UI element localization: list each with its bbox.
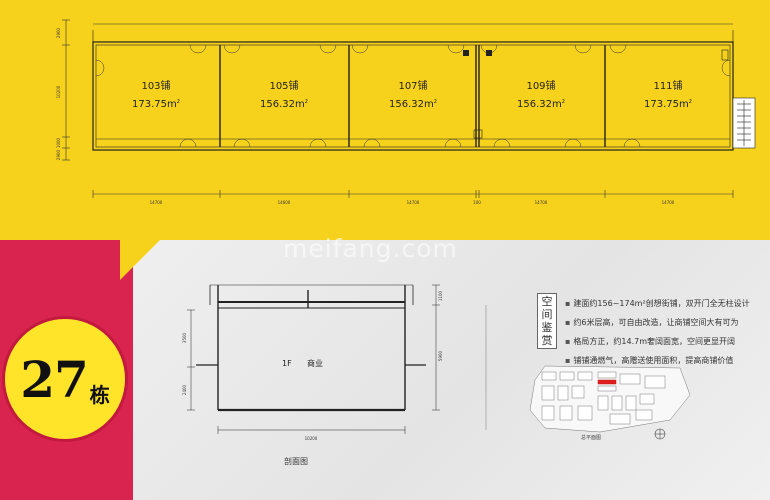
svg-text:14700: 14700 [535, 200, 548, 205]
section-use-label: 商业 [307, 358, 323, 368]
svg-text:14700: 14700 [150, 200, 163, 205]
feature-item: 铺铺通燃气，高赠送使用面积，提高商铺价值 [565, 351, 765, 370]
shop-area: 156.32m2 [517, 99, 565, 110]
building-unit: 栋 [89, 382, 110, 407]
shop-area: 173.75m2 [644, 99, 692, 110]
section-floor-label: 1F [282, 359, 292, 368]
shop-area: 173.75m2 [132, 99, 180, 110]
features-list: 建面约156~174m²创想街铺，双开门全无柱设计 约6米层高，可自由改造，让商… [565, 294, 765, 370]
section-right-dim: 5900 [438, 350, 443, 361]
section-caption: 剖面图 [284, 457, 308, 466]
svg-text:14700: 14700 [407, 200, 420, 205]
plan-dimension-lines [62, 19, 734, 198]
svg-text:14600: 14600 [278, 200, 291, 205]
shop-name: 111铺 [653, 79, 682, 92]
staircase [732, 97, 756, 149]
building-number-badge: 27 栋 [2, 316, 128, 442]
shop-name: 105铺 [269, 79, 298, 92]
shop-name: 109铺 [526, 79, 555, 92]
plan-columns [463, 49, 729, 139]
plan-bottom-dims: 14700 14600 14700 100 14700 14700 [150, 200, 675, 205]
plan-left-dim: 2900 [56, 149, 61, 160]
north-arrow-icon [654, 428, 666, 440]
title-char: 鉴 [541, 321, 553, 334]
section-left-dim: 2400 [182, 384, 187, 395]
svg-text:100: 100 [473, 200, 481, 205]
title-char: 间 [541, 308, 553, 321]
shop-labels: 103铺 173.75m2 105铺 156.32m2 107铺 156.32m… [132, 79, 692, 110]
top-yellow-band [0, 0, 770, 240]
title-char: 赏 [541, 334, 553, 347]
plan-left-dim: 10200 [56, 85, 61, 98]
watermark: meifang.com [283, 234, 458, 263]
corner-fold [120, 240, 160, 280]
section-left-dim: 3500 [182, 332, 187, 343]
siteplan-caption: 总平面图 [581, 435, 602, 441]
section-right-dim: 1100 [438, 290, 443, 301]
svg-text:14700: 14700 [662, 200, 675, 205]
door-swings [95, 44, 731, 148]
section-bottom-dim: 10200 [305, 436, 318, 441]
shop-area: 156.32m2 [260, 99, 308, 110]
site-plan [529, 365, 691, 433]
plan-left-dim: 2900 [56, 27, 61, 38]
building-number: 27 [20, 349, 89, 409]
feature-item: 约6米层高，可自由改造，让商铺空间大有可为 [565, 313, 765, 332]
features-title: 空 间 鉴 赏 [537, 293, 557, 349]
shop-area: 156.32m2 [389, 99, 437, 110]
floor-plan: 2900 10200 1000 2900 [56, 19, 756, 205]
feature-item: 格局方正，约14.7m奢阔面宽，空间更显开阔 [565, 332, 765, 351]
title-char: 空 [541, 295, 553, 308]
plan-left-dim: 1000 [56, 137, 61, 148]
feature-item: 建面约156~174m²创想街铺，双开门全无柱设计 [565, 294, 765, 313]
shop-name: 103铺 [141, 79, 170, 92]
shop-name: 107铺 [398, 79, 427, 92]
